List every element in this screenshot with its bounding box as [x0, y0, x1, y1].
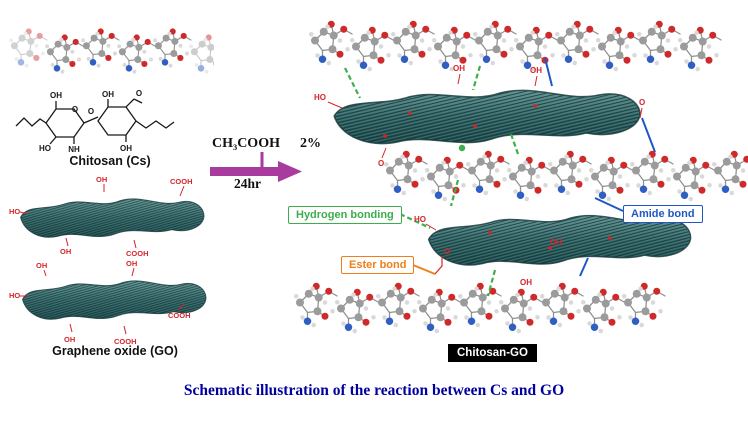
bridge-o-label: O	[88, 107, 94, 116]
go-sheet-a	[334, 90, 640, 143]
ho-label: HO	[414, 215, 426, 224]
amide-bond-label: Amide bond	[623, 205, 703, 223]
cooh-label: COOH	[168, 311, 191, 320]
ester-linkage	[434, 256, 443, 275]
bottom-chitosan-chain	[293, 282, 667, 334]
oh-label: OH	[50, 91, 62, 100]
oh-label: OH	[60, 247, 71, 256]
oh-label: OH	[520, 278, 532, 287]
nh-label: NH	[68, 145, 80, 154]
chitosan-structure-graphic: O OH HO NH O OH O OH	[15, 90, 175, 154]
o-label: O	[378, 159, 384, 168]
carbonyl-o-label: O	[136, 90, 142, 98]
middle-chitosan-chain	[383, 150, 748, 202]
figure-caption: Schematic illustration of the reaction b…	[183, 382, 565, 399]
concentration-label: 2%	[299, 136, 321, 151]
graphene-oxide-label: Graphene oxide (GO)	[52, 344, 178, 358]
hydrogen-bond-lines	[344, 65, 520, 297]
top-chitosan-chain	[308, 20, 723, 72]
product-name-label: Chitosan-GO	[448, 344, 537, 362]
oh-label: OH	[36, 261, 47, 270]
oxygen-dots	[383, 104, 612, 250]
reaction-time-label: 24hr	[234, 176, 261, 191]
reaction-arrow	[210, 152, 302, 182]
o-label: O	[444, 247, 450, 256]
oh-label: OH	[550, 238, 562, 247]
hydrogen-bonding-label: Hydrogen bonding	[288, 206, 402, 224]
amide-bond-lines	[544, 57, 656, 277]
ester-bond-pointer	[412, 264, 436, 275]
functional-group-labels: HO OH OH HO OH OH O O O	[314, 64, 645, 287]
oh-label: OH	[126, 259, 137, 268]
oh-label: OH	[96, 175, 107, 184]
contact-dot	[458, 144, 466, 152]
ho-label: HO	[39, 144, 51, 153]
ho-label: HO	[314, 93, 326, 102]
functional-group-sticks	[327, 73, 643, 231]
cooh-label: COOH	[114, 337, 137, 346]
oh-label: OH	[102, 90, 114, 99]
o-label: O	[639, 98, 645, 107]
cooh-label: COOH	[170, 177, 193, 186]
ring-o-label: O	[72, 105, 78, 114]
ho-label: HO	[9, 291, 20, 300]
cooh-label: COOH	[126, 249, 149, 258]
chitosan-label: Chitosan (Cs)	[69, 154, 151, 168]
graphene-oxide-graphic: COOH OH HO OH COOH OH OH HO COOH OH COOH	[9, 175, 220, 346]
chitosan-ballstick-graphic	[8, 27, 214, 75]
ester-bond-label: Ester bond	[341, 256, 415, 274]
oh-label: OH	[64, 335, 75, 344]
oh-label: OH	[453, 64, 465, 73]
reagent-label: CH₃COOH	[212, 136, 280, 151]
ho-label: HO	[9, 207, 20, 216]
oh-label: OH	[530, 66, 542, 75]
chitosan-go-composite-graphic: HO OH OH HO OH OH O O O	[293, 20, 748, 334]
oh-label: OH	[120, 144, 132, 153]
reaction-conditions: CH₃COOH 2%	[212, 136, 321, 152]
